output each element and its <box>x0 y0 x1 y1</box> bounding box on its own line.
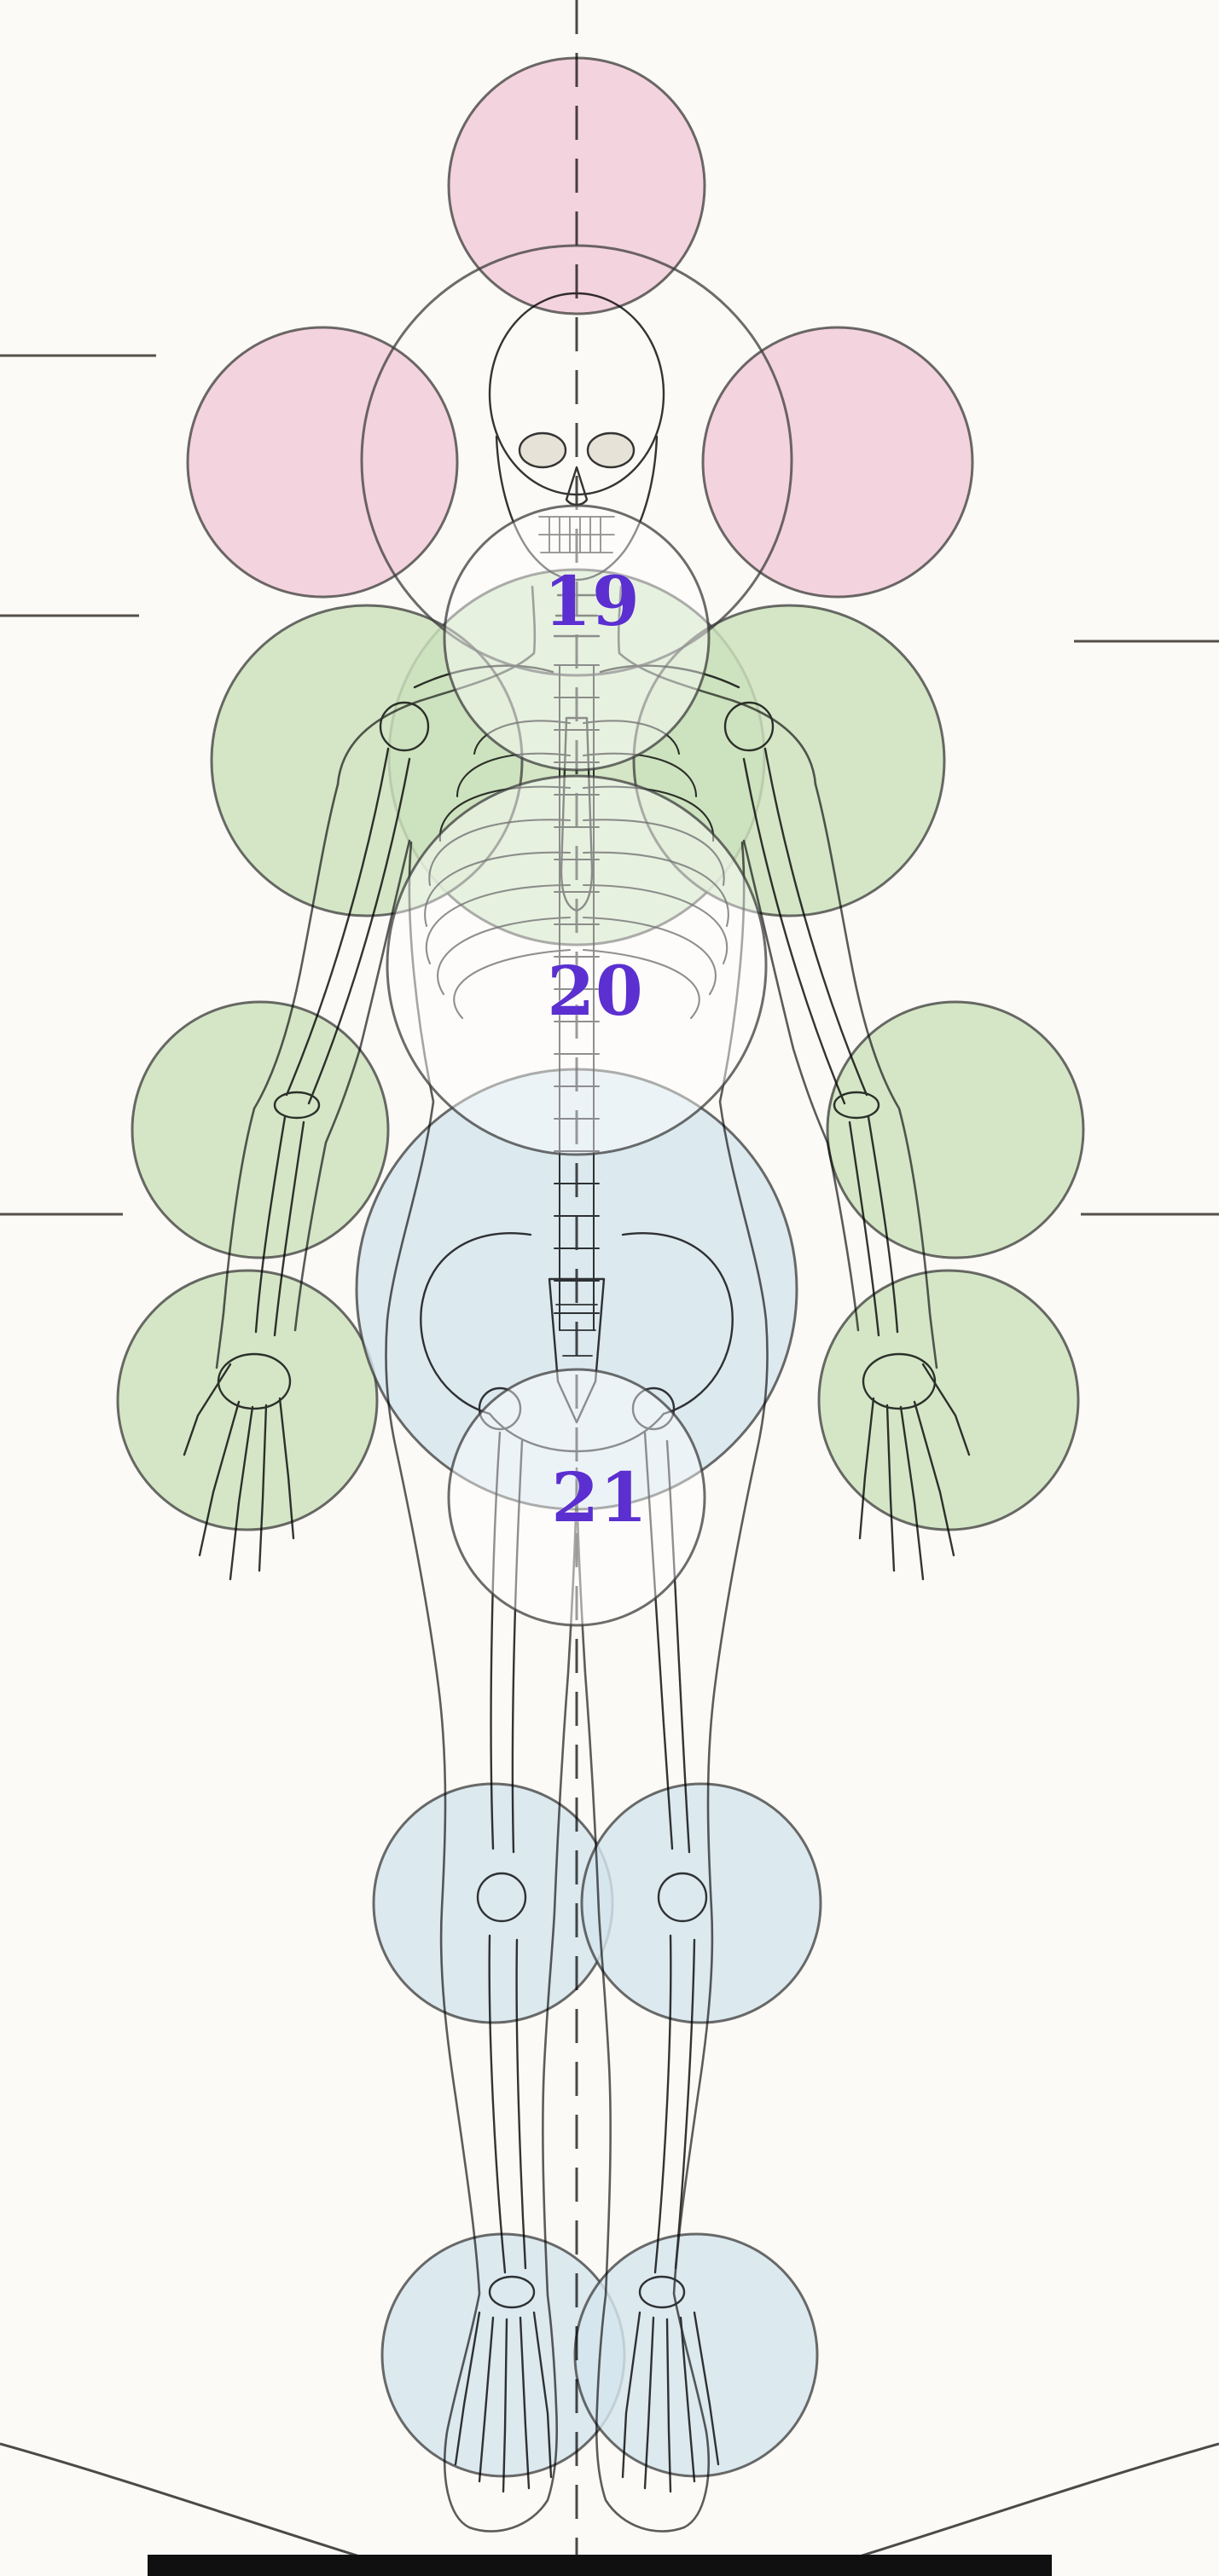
head-circle <box>360 244 793 677</box>
sacral-circle <box>447 1368 706 1627</box>
throat-circle <box>443 504 711 772</box>
baseline-bar <box>148 2555 1052 2576</box>
eye-socket-left <box>518 431 567 469</box>
left-hand-circle <box>116 1269 379 1531</box>
ground-curve-left <box>0 2442 393 2568</box>
right-shoulder-circle <box>632 604 946 918</box>
left-elbow-circle <box>131 1000 390 1259</box>
left-knee-circle <box>372 1782 614 2024</box>
region-circles-outline <box>360 244 793 1627</box>
ground-curve-right <box>826 2442 1219 2568</box>
right-hand-circle <box>817 1269 1080 1531</box>
eye-socket-right <box>586 431 636 469</box>
solar-plexus-circle <box>386 774 768 1156</box>
right-foot-circle <box>573 2232 819 2478</box>
right-head-side-circle <box>701 326 974 599</box>
left-head-side-circle <box>186 326 459 599</box>
left-shoulder-circle <box>210 604 524 918</box>
pelvis-circle <box>355 1068 798 1511</box>
crown-circle <box>447 56 706 315</box>
right-elbow-circle <box>826 1000 1085 1259</box>
region-circles-filled <box>116 56 1085 2478</box>
reference-lines <box>0 354 1219 1216</box>
ground <box>0 2442 1219 2576</box>
teeth <box>538 516 615 553</box>
right-knee-circle <box>580 1782 822 2024</box>
